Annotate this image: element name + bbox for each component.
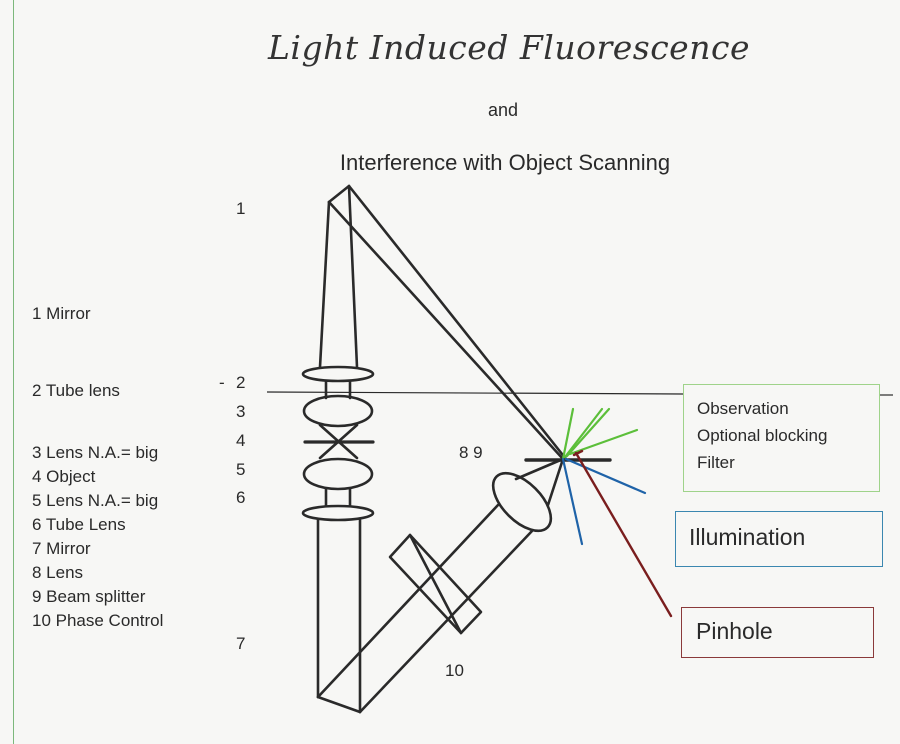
label-number-6: 6 — [236, 488, 246, 507]
converging-ray — [514, 457, 565, 481]
diagonal-beam-outer — [347, 184, 568, 461]
phase-control-inner — [408, 533, 463, 635]
lower-diagonal-beam-left — [316, 503, 500, 699]
legend-item-object-4: 4 Object — [32, 467, 96, 486]
page-title: Light Induced Fluorescence — [268, 28, 750, 67]
pinhole-label: Pinhole — [696, 618, 773, 644]
reference-line — [266, 391, 684, 395]
illumination-ray — [564, 457, 647, 495]
page-left-border — [13, 0, 14, 744]
label-number-4: 4 — [236, 431, 246, 450]
illumination-ray — [561, 457, 584, 546]
upper-beam-right — [347, 184, 359, 369]
observation-ray — [568, 428, 639, 456]
mirror-1 — [327, 184, 351, 204]
illumination-label: Illumination — [689, 524, 806, 550]
legend-item-beam-splitter-9: 9 Beam splitter — [32, 587, 146, 606]
illumination-box: Illumination — [675, 511, 883, 567]
label-number-5: 5 — [236, 460, 246, 479]
diagonal-beam-inner — [327, 200, 565, 461]
legend-item-phase-control-10: 10 Phase Control — [32, 611, 164, 630]
illumination-rays — [561, 457, 647, 546]
legend-item-lens-5: 5 Lens N.A.= big — [32, 491, 159, 510]
label-dash-2: - — [219, 373, 225, 392]
legend-item-mirror-1: 1 Mirror — [32, 304, 91, 323]
converging-ray — [546, 457, 565, 507]
label-number-2: 2 — [236, 373, 246, 392]
tube-lens-2 — [301, 365, 375, 383]
legend-item-mirror-7: 7 Mirror — [32, 539, 91, 558]
page-subtitle: Interference with Object Scanning — [339, 150, 671, 175]
optional-blocking-label: Optional blocking — [697, 426, 828, 445]
lower-diagonal-beam-right — [358, 529, 534, 714]
legend-item-lens-8: 8 Lens — [32, 563, 84, 582]
label-number-1: 1 — [236, 199, 246, 218]
label-number-8-9: 8 9 — [459, 443, 483, 462]
label-number-10: 10 — [445, 661, 464, 680]
label-number-7: 7 — [236, 634, 246, 653]
lens-5 — [302, 457, 374, 491]
legend-item-tube-lens-2: 2 Tube lens — [32, 381, 120, 400]
observation-label: Observation — [697, 399, 789, 418]
mirror-7 — [316, 695, 362, 714]
observation-rays — [561, 407, 639, 461]
observation-ray — [561, 407, 575, 461]
upper-beam-left — [318, 200, 331, 369]
phase-control-10 — [388, 533, 483, 635]
tube-lens-6 — [301, 504, 375, 522]
lens-3 — [302, 394, 374, 428]
lens-8 — [491, 471, 553, 533]
observation-ray — [565, 407, 611, 458]
filter-label: Filter — [697, 453, 735, 472]
pinhole-ray-line — [574, 451, 673, 618]
legend-item-lens-3: 3 Lens N.A.= big — [32, 443, 159, 462]
label-number-3: 3 — [236, 402, 246, 421]
legend-list: 3 Lens N.A.= big 4 Object 5 Lens N.A.= b… — [32, 441, 163, 633]
pinhole-ray-tick — [572, 449, 584, 457]
observation-ray — [563, 407, 604, 459]
pinhole-box: Pinhole — [681, 607, 874, 658]
pinhole-ray — [572, 449, 673, 618]
observation-filter-box: Observation Optional blocking Filter — [683, 384, 880, 492]
legend-item-tube-lens-6: 6 Tube Lens — [32, 515, 126, 534]
subtitle-connector: and — [487, 100, 519, 120]
